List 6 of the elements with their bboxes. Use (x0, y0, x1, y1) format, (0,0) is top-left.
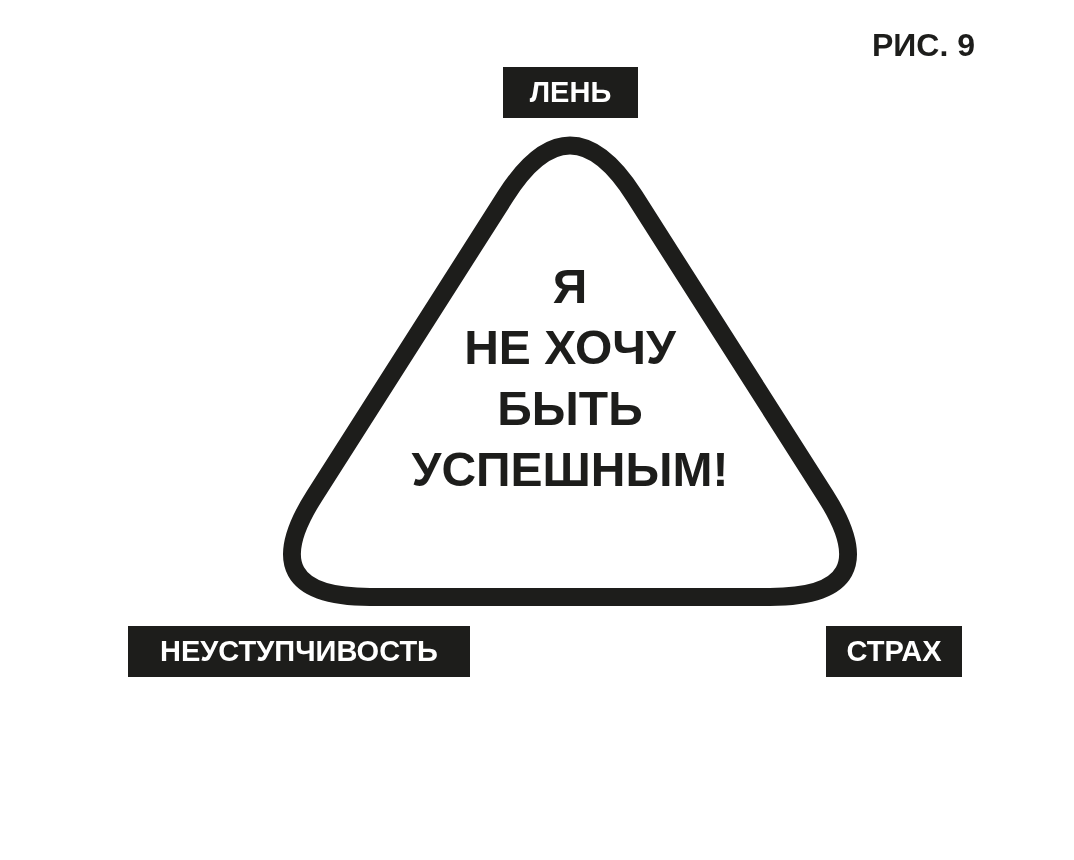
slogan-text: Я НЕ ХОЧУ БЫТЬ УСПЕШНЫМ! (411, 259, 729, 498)
rounded-triangle (284, 134, 856, 606)
corner-label: НЕУСТУПЧИВОСТЬ (128, 626, 470, 677)
corner-label: ЛЕНЬ (503, 67, 638, 118)
corner-label: СТРАХ (826, 626, 962, 677)
figure-number: РИС. 9 (872, 29, 976, 61)
